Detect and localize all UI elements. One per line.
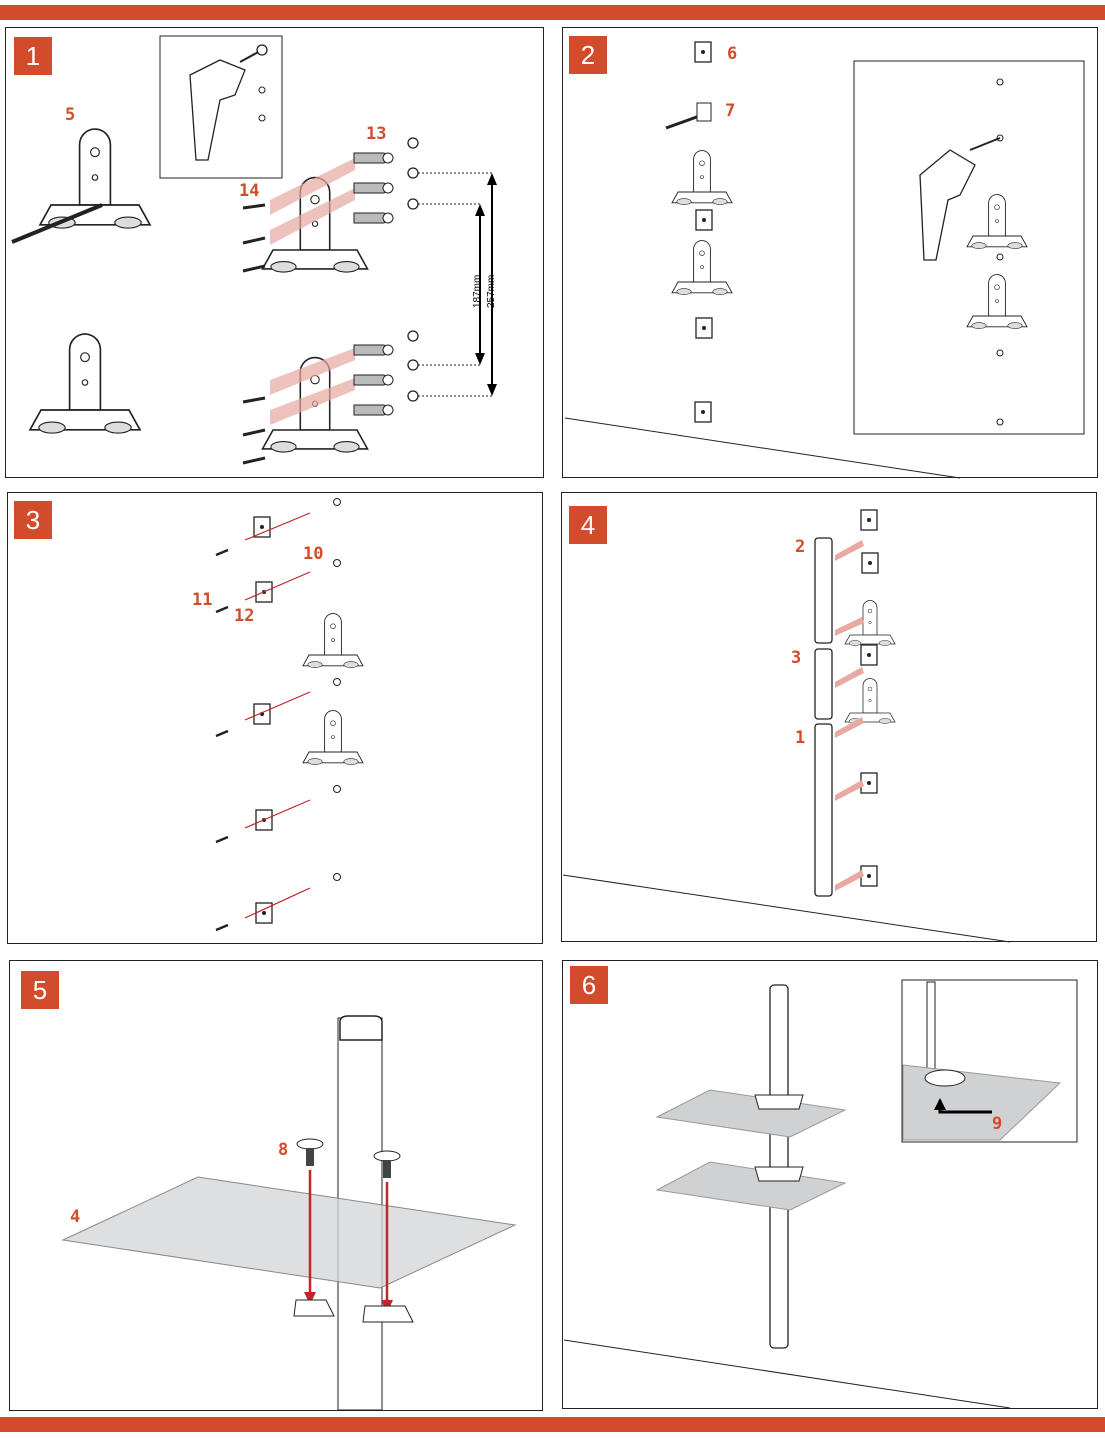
step-2-panel: 2 bbox=[562, 27, 1098, 478]
part-label-knob: 8 bbox=[278, 1140, 289, 1160]
step-5-panel: 5 bbox=[9, 960, 543, 1411]
dimension-outer: 257mm bbox=[486, 274, 497, 308]
step-4-panel: 4 bbox=[561, 492, 1097, 942]
part-label-bracket: 5 bbox=[65, 105, 76, 125]
top-accent-bar bbox=[0, 5, 1105, 20]
part-label-hex-key: 9 bbox=[992, 1114, 1003, 1134]
part-label-screw: 11 bbox=[192, 590, 213, 610]
step-number: 2 bbox=[569, 36, 607, 74]
part-label-bottom-pillar: 1 bbox=[795, 728, 806, 748]
part-label-shelf: 4 bbox=[70, 1207, 81, 1227]
part-label-middle-pillar: 3 bbox=[791, 648, 802, 668]
step-number: 6 bbox=[570, 966, 608, 1004]
bottom-accent-bar bbox=[0, 1417, 1105, 1432]
dimension-inner: 187mm bbox=[472, 274, 483, 308]
part-label-cap: 6 bbox=[727, 44, 738, 64]
part-label-screw: 14 bbox=[239, 181, 260, 201]
part-label-top-pillar: 2 bbox=[795, 537, 806, 557]
part-label-washer: 12 bbox=[234, 606, 255, 626]
part-label-bolt: 10 bbox=[303, 544, 324, 564]
step-1-panel: 1 bbox=[5, 27, 544, 478]
step-number: 5 bbox=[21, 971, 59, 1009]
step-number: 3 bbox=[14, 501, 52, 539]
step-number: 1 bbox=[14, 37, 52, 75]
part-label-rod: 7 bbox=[725, 101, 736, 121]
step-6-panel: 6 bbox=[562, 960, 1098, 1409]
step-3-panel: 3 bbox=[7, 492, 543, 944]
step-number: 4 bbox=[569, 506, 607, 544]
part-label-anchor: 13 bbox=[366, 124, 387, 144]
